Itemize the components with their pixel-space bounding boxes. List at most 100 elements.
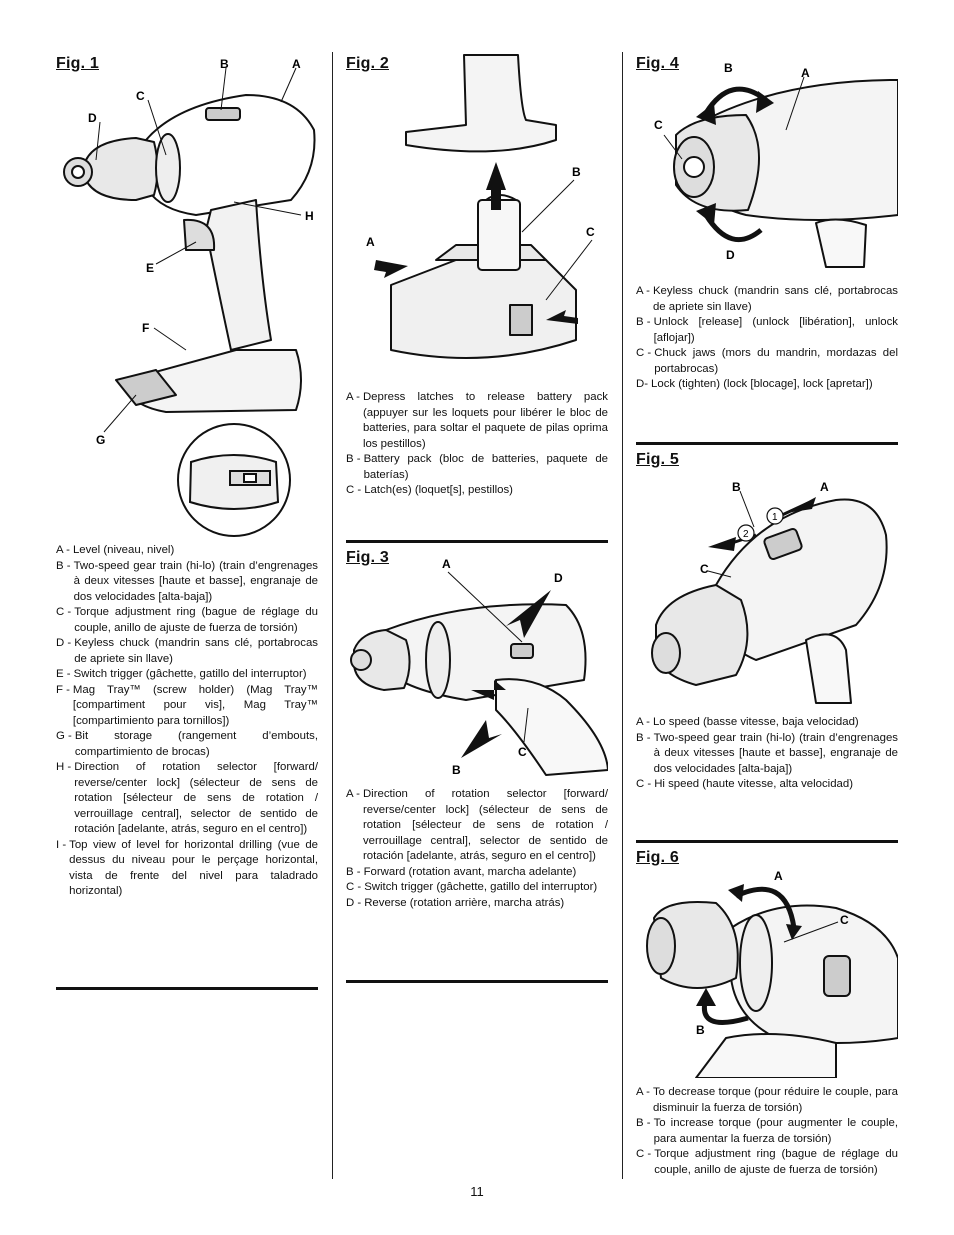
legend-text: Switch trigger (gâchette, gatillo del in… xyxy=(73,668,307,680)
fig1-legend: A -Level (niveau, nivel) B -Two-speed ge… xyxy=(56,543,318,900)
legend-text: Keyless chuck (mandrin sans clé, portabr… xyxy=(74,637,318,665)
fig1-callout-b: B xyxy=(220,57,229,71)
fig1-callout-a: A xyxy=(292,57,301,71)
fig3-callout-a: A xyxy=(442,557,451,571)
legend-text: Two-speed gear train (hi-lo) (train d’en… xyxy=(653,731,898,775)
legend-key: E - xyxy=(56,668,71,680)
fig3-legend: A -Direction of rotation selector [forwa… xyxy=(346,787,608,911)
fig2-end-rule xyxy=(346,540,608,543)
legend-text: Depress latches to release battery pack … xyxy=(362,391,608,450)
legend-key: C - xyxy=(346,484,362,496)
fig2-callout-a: A xyxy=(366,235,375,249)
legend-text: To decrease torque (pour réduire le coup… xyxy=(652,1086,898,1114)
fig4-legend: A -Keyless chuck (mandrin sans clé, port… xyxy=(636,284,898,393)
legend-key: C - xyxy=(56,606,72,618)
legend-item: B -To increase torque (pour augmenter le… xyxy=(636,1116,898,1147)
fig1-callout-f: F xyxy=(142,321,149,335)
legend-key: C - xyxy=(636,347,652,359)
fig5-step-2: 2 xyxy=(743,529,749,540)
legend-text: Forward (rotation avant, marcha adelante… xyxy=(363,865,577,878)
legend-text: Switch trigger (gâchette, gatillo del in… xyxy=(364,881,598,893)
fig5-end-rule xyxy=(636,840,898,843)
legend-item: B -Battery pack (bloc de batteries, paqu… xyxy=(346,452,608,483)
legend-key: B - xyxy=(636,731,651,744)
legend-text: Torque adjustment ring (bague de réglage… xyxy=(74,606,318,634)
fig4-callout-c: C xyxy=(654,118,663,132)
legend-key: G - xyxy=(56,730,72,742)
column-divider-left xyxy=(332,52,333,1179)
legend-text: To increase torque (pour augmenter le co… xyxy=(653,1117,898,1145)
fig1-callout-d: D xyxy=(88,111,97,125)
legend-item: C -Torque adjustment ring (bague de régl… xyxy=(636,1147,898,1178)
legend-key: C - xyxy=(636,1148,652,1160)
legend-text: Latch(es) (loquet[s], pestillos) xyxy=(364,484,513,496)
legend-text: Hi speed (haute vitesse, alta velocidad) xyxy=(654,778,854,790)
legend-item: A -Depress latches to release battery pa… xyxy=(346,390,608,452)
fig1-callout-c: C xyxy=(136,89,145,103)
legend-item: C -Hi speed (haute vitesse, alta velocid… xyxy=(636,777,898,793)
legend-key: D- xyxy=(636,378,649,390)
fig4-callout-b: B xyxy=(724,61,733,75)
fig5-title: Fig. 5 xyxy=(636,451,679,468)
fig1-end-rule xyxy=(56,987,318,990)
legend-item: E -Switch trigger (gâchette, gatillo del… xyxy=(56,667,318,683)
fig4-end-rule xyxy=(636,442,898,445)
legend-key: D - xyxy=(346,896,362,909)
fig1-drill-illustration: A B C D E F G H xyxy=(63,57,316,537)
legend-text: Battery pack (bloc de batteries, paquete… xyxy=(363,453,608,481)
fig5-callout-b: B xyxy=(732,480,741,494)
fig5-gear-illustration: 1 2 A B C xyxy=(651,480,888,704)
fig1-callout-e: E xyxy=(146,261,154,275)
legend-key: A - xyxy=(346,391,360,403)
fig6-torque-illustration: A B C xyxy=(646,869,898,1078)
fig2-callout-c: C xyxy=(586,225,595,239)
legend-item: D -Reverse (rotation arrière, marcha atr… xyxy=(346,896,608,912)
fig3-title: Fig. 3 xyxy=(346,549,389,566)
legend-key: B - xyxy=(346,453,361,465)
fig5-callout-c: C xyxy=(700,562,709,576)
fig6-legend: A -To decrease torque (pour réduire le c… xyxy=(636,1085,898,1178)
legend-key: A - xyxy=(636,1086,650,1098)
fig3-callout-b: B xyxy=(452,763,461,777)
fig3-end-rule xyxy=(346,980,608,983)
page-number: 11 xyxy=(470,1184,484,1199)
legend-item: B -Two-speed gear train (hi-lo) (train d… xyxy=(636,731,898,778)
fig1-title: Fig. 1 xyxy=(56,55,99,72)
legend-key: A - xyxy=(56,544,70,556)
legend-item: B -Forward (rotation avant, marcha adela… xyxy=(346,865,608,881)
legend-item: C -Switch trigger (gâchette, gatillo del… xyxy=(346,880,608,896)
legend-text: Mag Tray™ (screw holder) (Mag Tray™ [com… xyxy=(72,683,318,727)
legend-key: C - xyxy=(636,778,652,790)
legend-key: B - xyxy=(346,865,361,878)
fig5-step-1: 1 xyxy=(772,512,778,523)
fig1-callout-g: G xyxy=(96,433,105,447)
legend-text: Level (niveau, nivel) xyxy=(72,544,175,556)
legend-key: B - xyxy=(636,1117,651,1129)
legend-item: D-Lock (tighten) (lock [blocage], lock [… xyxy=(636,377,898,393)
legend-key: B - xyxy=(636,316,651,328)
fig3-callout-c: C xyxy=(518,745,527,759)
fig2-title: Fig. 2 xyxy=(346,55,389,72)
legend-text: Two-speed gear train (hi-lo) (train d’en… xyxy=(73,559,318,603)
legend-key: I - xyxy=(56,838,67,851)
legend-text: Unlock [release] (unlock [libération], u… xyxy=(653,316,898,344)
column-divider-right xyxy=(622,52,623,1179)
legend-key: C - xyxy=(346,881,362,893)
legend-item: A -Level (niveau, nivel) xyxy=(56,543,318,559)
legend-item: B -Two-speed gear train (hi-lo) (train d… xyxy=(56,559,318,606)
legend-item: A -Keyless chuck (mandrin sans clé, port… xyxy=(636,284,898,315)
legend-item: C -Chuck jaws (mors du mandrin, mordazas… xyxy=(636,346,898,377)
fig5-callout-a: A xyxy=(820,480,829,494)
legend-item: A -Direction of rotation selector [forwa… xyxy=(346,787,608,865)
fig5-legend: A -Lo speed (basse vitesse, baja velocid… xyxy=(636,715,898,793)
legend-item: G -Bit storage (rangement d’embouts, com… xyxy=(56,729,318,760)
fig6-callout-b: B xyxy=(696,1023,705,1037)
legend-key: A - xyxy=(346,788,360,800)
fig6-callout-a: A xyxy=(774,869,783,883)
legend-item: D -Keyless chuck (mandrin sans clé, port… xyxy=(56,636,318,667)
legend-key: B - xyxy=(56,559,71,572)
legend-text: Lock (tighten) (lock [blocage], lock [ap… xyxy=(651,378,873,390)
legend-text: Reverse (rotation arrière, marcha atrás) xyxy=(364,896,565,909)
fig2-legend: A -Depress latches to release battery pa… xyxy=(346,390,608,499)
legend-text: Direction of rotation selector [forward/… xyxy=(362,788,608,862)
